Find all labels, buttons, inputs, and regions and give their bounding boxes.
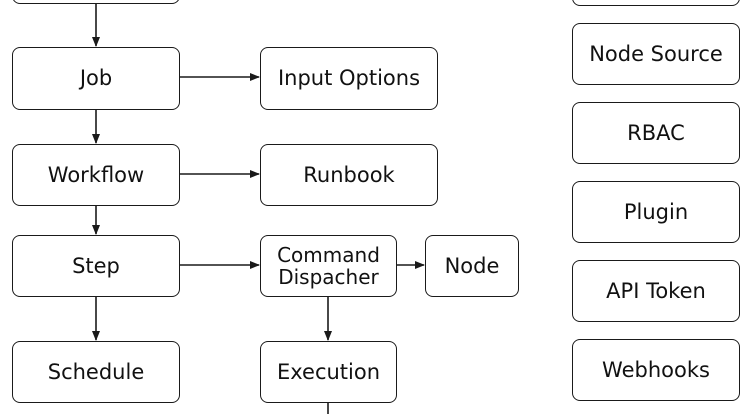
node-plugin: Plugin bbox=[572, 181, 740, 243]
node-api-token: API Token bbox=[572, 260, 740, 322]
node-top-left bbox=[12, 0, 180, 4]
node-node-source: Node Source bbox=[572, 23, 740, 85]
node-top-right bbox=[572, 0, 740, 6]
node-schedule: Schedule bbox=[12, 341, 180, 403]
node-rbac: RBAC bbox=[572, 102, 740, 164]
node-node: Node bbox=[425, 235, 519, 297]
node-command-dispatcher: Command Dispacher bbox=[260, 235, 397, 297]
node-runbook: Runbook bbox=[260, 144, 438, 206]
node-job: Job bbox=[12, 47, 180, 110]
node-input-options: Input Options bbox=[260, 47, 438, 110]
node-step: Step bbox=[12, 235, 180, 297]
node-execution: Execution bbox=[260, 341, 397, 403]
node-webhooks: Webhooks bbox=[572, 339, 740, 401]
node-workflow: Workflow bbox=[12, 144, 180, 206]
